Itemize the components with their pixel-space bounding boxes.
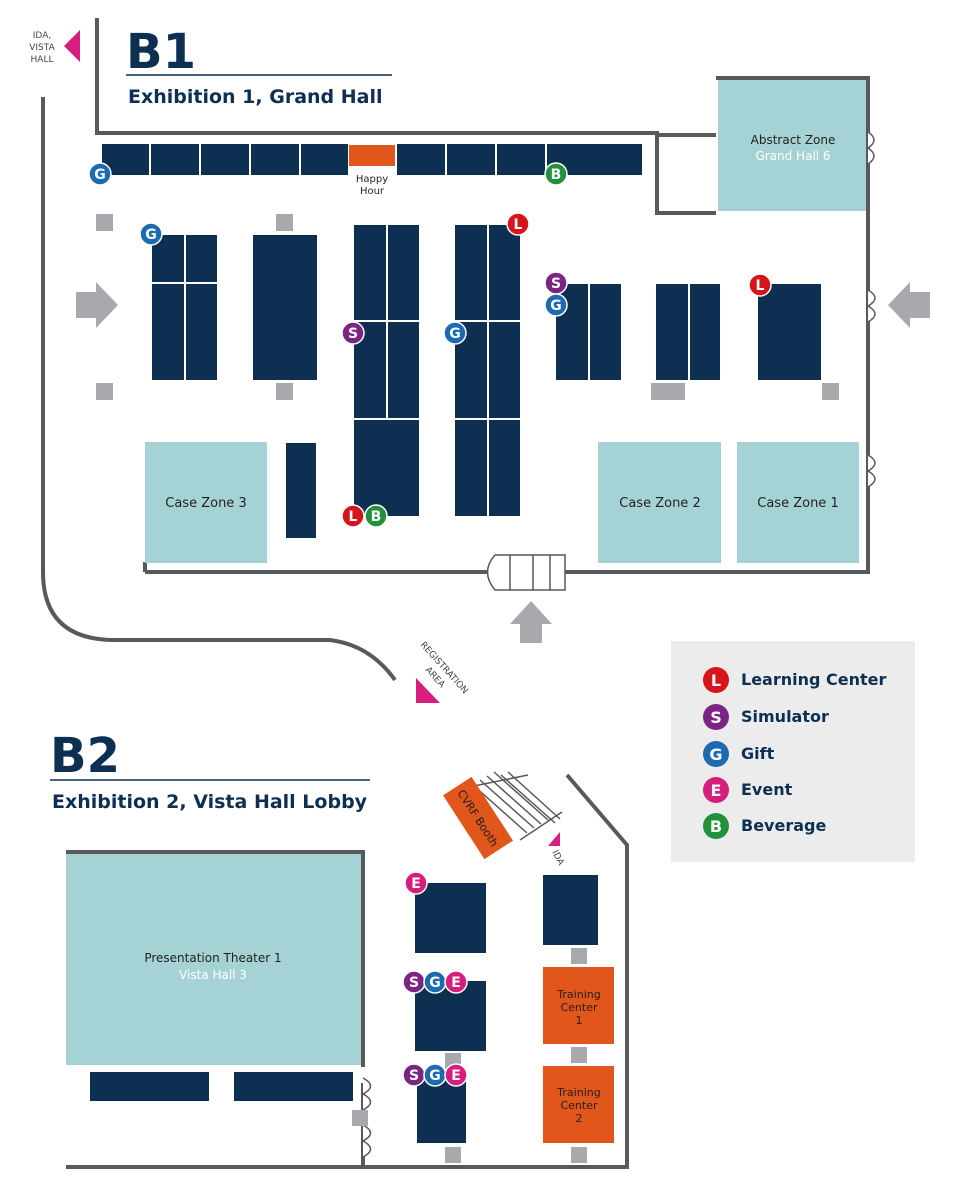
registration-area-pointer: REGISTRATION AREA (416, 640, 469, 703)
case-zone-2[interactable] (598, 442, 721, 563)
event-marker-icon (404, 871, 428, 895)
svg-text:Case Zone 1: Case Zone 1 (757, 496, 838, 511)
gift-marker-icon (544, 293, 568, 317)
entrance-arrow-west-icon (76, 282, 118, 328)
training-center-1[interactable] (543, 967, 614, 1044)
happy-hour-booth[interactable] (349, 145, 395, 166)
svg-text:IDA: IDA (549, 849, 566, 868)
entrance-arrow-south-icon (510, 601, 552, 643)
pointer-arrow-icon (548, 832, 560, 846)
happy-hour-label: Happy (356, 174, 388, 185)
pointer-arrow-icon (64, 30, 80, 62)
svg-text:Gift: Gift (741, 744, 775, 763)
svg-text:S: S (710, 708, 722, 727)
b1-title: Exhibition 1, Grand Hall (128, 86, 383, 108)
ida-vista-hall-pointer: IDA, VISTA HALL (29, 30, 80, 65)
beverage-marker-icon (364, 504, 388, 528)
svg-text:Vista Hall 3: Vista Hall 3 (179, 968, 247, 982)
b1-walls (41, 18, 870, 682)
simulator-marker-icon (544, 271, 568, 295)
svg-text:L: L (711, 671, 721, 690)
svg-text:2: 2 (576, 1112, 583, 1125)
presentation-theater-1[interactable] (66, 854, 361, 1065)
svg-text:VISTA: VISTA (29, 43, 55, 53)
svg-text:Case Zone 2: Case Zone 2 (619, 496, 700, 511)
svg-text:Learning Center: Learning Center (741, 670, 887, 689)
learning-marker-icon (748, 273, 772, 297)
svg-text:Center: Center (560, 1099, 598, 1112)
pointer-arrow-icon (416, 678, 440, 703)
gift-marker-icon (423, 1063, 447, 1087)
b1-pillars (96, 214, 839, 400)
svg-text:1: 1 (576, 1014, 583, 1027)
gift-marker-icon (139, 222, 163, 246)
svg-text:Presentation Theater 1: Presentation Theater 1 (144, 951, 281, 965)
svg-text:Beverage: Beverage (741, 816, 826, 835)
case-zone-3[interactable] (145, 442, 267, 563)
event-marker-icon (444, 1063, 468, 1087)
b1-top-booth-row[interactable] (100, 142, 644, 177)
b2-booth-blocks[interactable] (90, 875, 598, 1143)
legend-item-learning: L Learning Center (703, 667, 887, 693)
svg-text:B: B (710, 817, 722, 836)
legend-item-simulator: S Simulator (703, 704, 829, 730)
stairs (472, 771, 563, 841)
svg-text:Training: Training (556, 988, 600, 1001)
case-zone-1[interactable] (737, 442, 859, 563)
svg-text:G: G (709, 745, 722, 764)
svg-text:Training: Training (556, 1086, 600, 1099)
svg-text:E: E (711, 781, 722, 800)
svg-text:Event: Event (741, 780, 793, 799)
gift-marker-icon (443, 321, 467, 345)
abstract-zone[interactable] (718, 80, 866, 211)
event-marker-icon (444, 970, 468, 994)
legend-item-event: E Event (703, 777, 793, 803)
gift-marker-icon (88, 162, 112, 186)
b1-code: B1 (126, 24, 196, 80)
b2-title: Exhibition 2, Vista Hall Lobby (52, 791, 368, 813)
training-center-2[interactable] (543, 1066, 614, 1143)
b2-code: B2 (50, 728, 120, 784)
svg-text:Abstract Zone: Abstract Zone (751, 133, 836, 147)
b2-pillars (352, 948, 587, 1163)
beverage-marker-icon (544, 162, 568, 186)
legend-item-gift: G Gift (703, 741, 775, 767)
svg-text:IDA,: IDA, (33, 31, 51, 41)
entrance-arrow-east-icon (888, 282, 930, 328)
learning-marker-icon (506, 212, 530, 236)
learning-marker-icon (341, 504, 365, 528)
svg-text:Hour: Hour (360, 186, 385, 197)
svg-text:Center: Center (560, 1001, 598, 1014)
svg-text:Case Zone 3: Case Zone 3 (165, 496, 246, 511)
gift-marker-icon (423, 970, 447, 994)
svg-text:Simulator: Simulator (741, 707, 829, 726)
svg-text:Grand Hall 6: Grand Hall 6 (755, 149, 830, 163)
svg-text:HALL: HALL (31, 55, 54, 65)
legend-item-beverage: B Beverage (703, 813, 826, 839)
simulator-marker-icon (402, 970, 426, 994)
b1-doors (486, 131, 876, 591)
ida-pointer: IDA (548, 832, 566, 868)
simulator-marker-icon (402, 1063, 426, 1087)
simulator-marker-icon (341, 321, 365, 345)
